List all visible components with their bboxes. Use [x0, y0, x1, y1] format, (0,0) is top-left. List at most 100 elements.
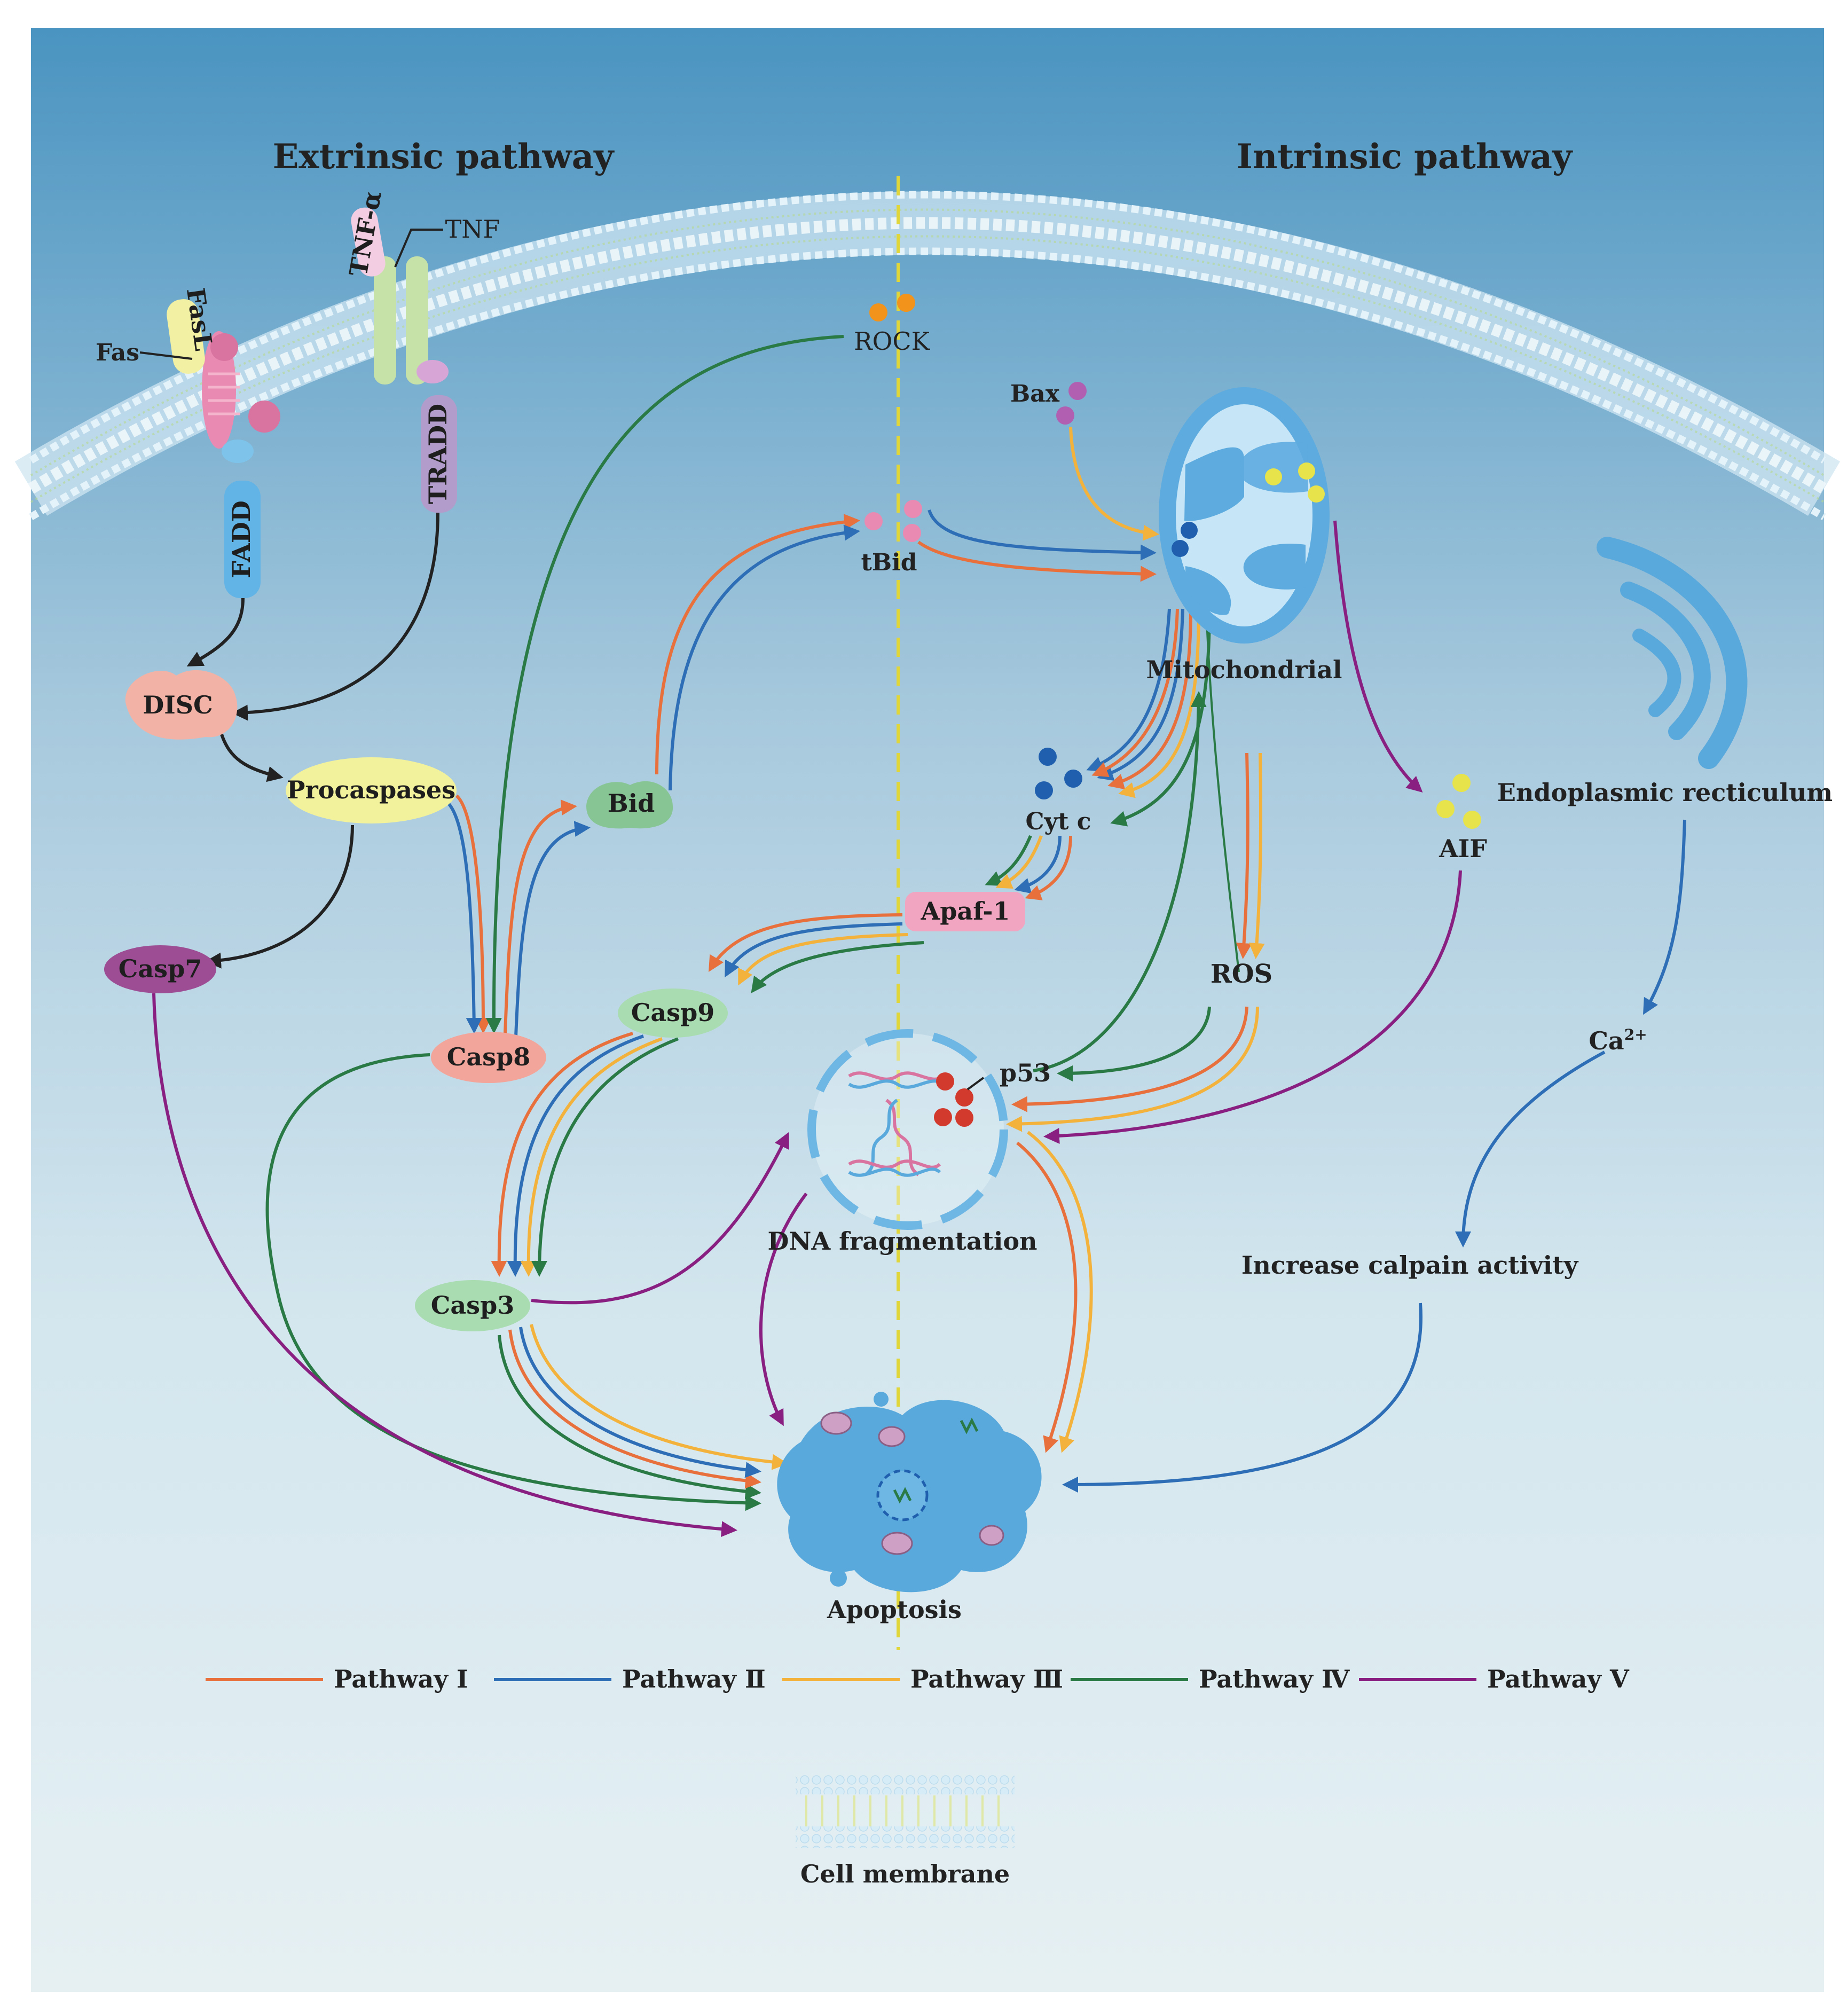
- tnf-leader-line: [394, 229, 443, 268]
- tnf-label: TNF: [445, 215, 500, 244]
- arrow-casp3-apoptosis-p2: [519, 1327, 761, 1478]
- legend-label: Pathway Ⅱ: [622, 1665, 766, 1693]
- mitochondrial-label: Mitochondrial: [1146, 655, 1342, 684]
- arrow-casp8-bid-p1: [503, 799, 577, 1047]
- bid-label: Bid: [608, 789, 655, 818]
- arrow-mito-cytc-p3: [1118, 608, 1200, 798]
- procaspases-node: Procaspases: [286, 757, 457, 823]
- legend-item-pathway-4: Pathway Ⅳ: [1071, 1665, 1350, 1693]
- intrinsic-heading: Intrinsic pathway: [1237, 137, 1573, 177]
- arrow-ros-dna-p1: [1011, 1006, 1248, 1112]
- aif-label: AIF: [1439, 834, 1487, 863]
- arrow-p53-mito: [1033, 691, 1207, 1072]
- extrinsic-heading: Extrinsic pathway: [273, 137, 615, 177]
- casp8-label: Casp8: [447, 1042, 531, 1071]
- arrow-casp8-apoptosis: [265, 1053, 761, 1511]
- arrow-bax-mito: [1069, 427, 1159, 541]
- cyt-c-label: Cyt c: [1025, 808, 1091, 835]
- mitochondrion-icon: [1159, 387, 1330, 644]
- casp3-node: Casp3: [415, 1280, 530, 1331]
- apoptotic-cell-icon: [777, 1392, 1042, 1593]
- casp3-label: Casp3: [431, 1291, 515, 1320]
- legend-label: Pathway Ⅳ: [1199, 1665, 1350, 1693]
- arrow-ros-dna-p3: [1006, 1006, 1259, 1132]
- bax-node: Bax: [1010, 380, 1087, 425]
- cell-membrane-legend-label: Cell membrane: [800, 1860, 1010, 1888]
- arrow-casp3-apoptosis-p3: [530, 1324, 788, 1470]
- pathway-legend: Pathway Ⅰ Pathway Ⅱ Pathway Ⅲ Pathway Ⅳ …: [206, 1665, 1630, 1693]
- legend-label: Pathway Ⅴ: [1487, 1665, 1630, 1693]
- arrow-casp8-bid-p2: [514, 821, 591, 1050]
- arrow-disc-procaspases: [220, 734, 284, 782]
- arrow-cytc-apaf-p4: [985, 835, 1032, 886]
- arrow-casp3-apoptosis-p4a: [498, 1335, 761, 1500]
- arrow-ros-p53-p4: [1057, 1006, 1211, 1081]
- arrow-mito-cytc-p1b: [1107, 608, 1192, 790]
- rock-node: ROCK: [854, 294, 931, 356]
- arrow-procaspases-casp8-p2: [445, 799, 482, 1034]
- endoplasmic-reticulum-icon: [1597, 537, 1748, 769]
- tbid-label: tBid: [861, 549, 917, 576]
- arrow-casp9-casp3-p2: [507, 1034, 644, 1277]
- bax-label: Bax: [1010, 380, 1060, 407]
- arrow-apaf-casp9-p1: [708, 913, 903, 972]
- casp9-node: Casp9: [618, 989, 728, 1038]
- arrow-ros-down-p1: [1236, 752, 1252, 959]
- arrow-mito-cytc-p1a: [1091, 608, 1179, 777]
- ca-base: Ca: [1589, 1026, 1624, 1055]
- tbid-node: tBid: [861, 500, 922, 576]
- arrow-er-ca: [1643, 819, 1686, 1015]
- arrow-tbid-mito-p2: [928, 509, 1157, 561]
- cell-membrane-band: [14, 191, 1840, 521]
- arrow-bid-tbid-p2: [669, 524, 860, 791]
- arrow-calpain-apoptosis: [1062, 1303, 1423, 1493]
- arrow-tradd-disc: [232, 512, 439, 721]
- arrow-casp3-dna: [531, 1132, 789, 1305]
- cell-membrane-legend-icon: [796, 1773, 1015, 1848]
- legend-label: Pathway Ⅰ: [334, 1665, 468, 1693]
- casp7-node: Casp7: [104, 945, 216, 993]
- fadd-adaptor: FADD: [224, 481, 261, 598]
- legend-item-pathway-5: Pathway Ⅴ: [1359, 1665, 1630, 1693]
- legend-item-pathway-3: Pathway Ⅲ: [782, 1665, 1063, 1693]
- arrow-mito-cytc-p2b: [1097, 608, 1184, 781]
- bid-node: Bid: [586, 781, 673, 829]
- tnf-receptor: [374, 256, 449, 385]
- arrow-mito-aif: [1333, 520, 1423, 793]
- arrow-layer: [152, 335, 1686, 1538]
- arrow-apaf-casp9-p3: [738, 933, 908, 986]
- cyt-c-node: Cyt c: [1025, 748, 1091, 835]
- nucleus-icon: [807, 1029, 1008, 1230]
- arrow-aif-dna: [1043, 870, 1462, 1144]
- legend-label: Pathway Ⅲ: [910, 1665, 1063, 1693]
- tradd-adaptor: TRADD: [421, 395, 457, 513]
- tradd-label: TRADD: [423, 404, 452, 504]
- arrow-fadd-disc: [186, 598, 245, 666]
- arrow-dna-apoptosis: [759, 1193, 808, 1426]
- arrow-bid-tbid-p1: [655, 514, 860, 775]
- casp9-label: Casp9: [631, 998, 715, 1027]
- p53-label: p53: [1000, 1058, 1051, 1087]
- apaf-1-node: Apaf-1: [905, 892, 1025, 931]
- casp8-node: Casp8: [431, 1032, 546, 1083]
- dna-fragmentation-label: DNA fragmentation: [768, 1227, 1038, 1256]
- aif-node: AIF: [1436, 774, 1487, 863]
- arrow-ros-down-p3: [1248, 752, 1265, 959]
- arrow-mito-cytc-p2a: [1086, 608, 1171, 772]
- arrow-rock-casp8: [485, 335, 844, 1034]
- arrow-apaf-casp9-p2: [725, 922, 903, 978]
- fas-leader-line: [139, 351, 193, 360]
- arrow-procaspases-casp7: [205, 825, 354, 969]
- arrow-dna-apoptosis-p1: [1016, 1141, 1078, 1453]
- arrow-casp9-casp3-p1: [491, 1032, 633, 1277]
- calpain-label: Increase calpain activity: [1241, 1251, 1579, 1280]
- ca-label: Ca2+: [1589, 1026, 1647, 1055]
- arrow-ca-calpain: [1455, 1050, 1606, 1248]
- fadd-label: FADD: [227, 500, 256, 578]
- arrow-casp3-apoptosis-p1: [508, 1329, 761, 1489]
- fas-receptor: [202, 331, 280, 463]
- arrow-tbid-mito-p1: [917, 540, 1157, 582]
- arrow-casp9-casp3-p4: [531, 1037, 679, 1277]
- apoptosis-label: Apoptosis: [827, 1595, 962, 1624]
